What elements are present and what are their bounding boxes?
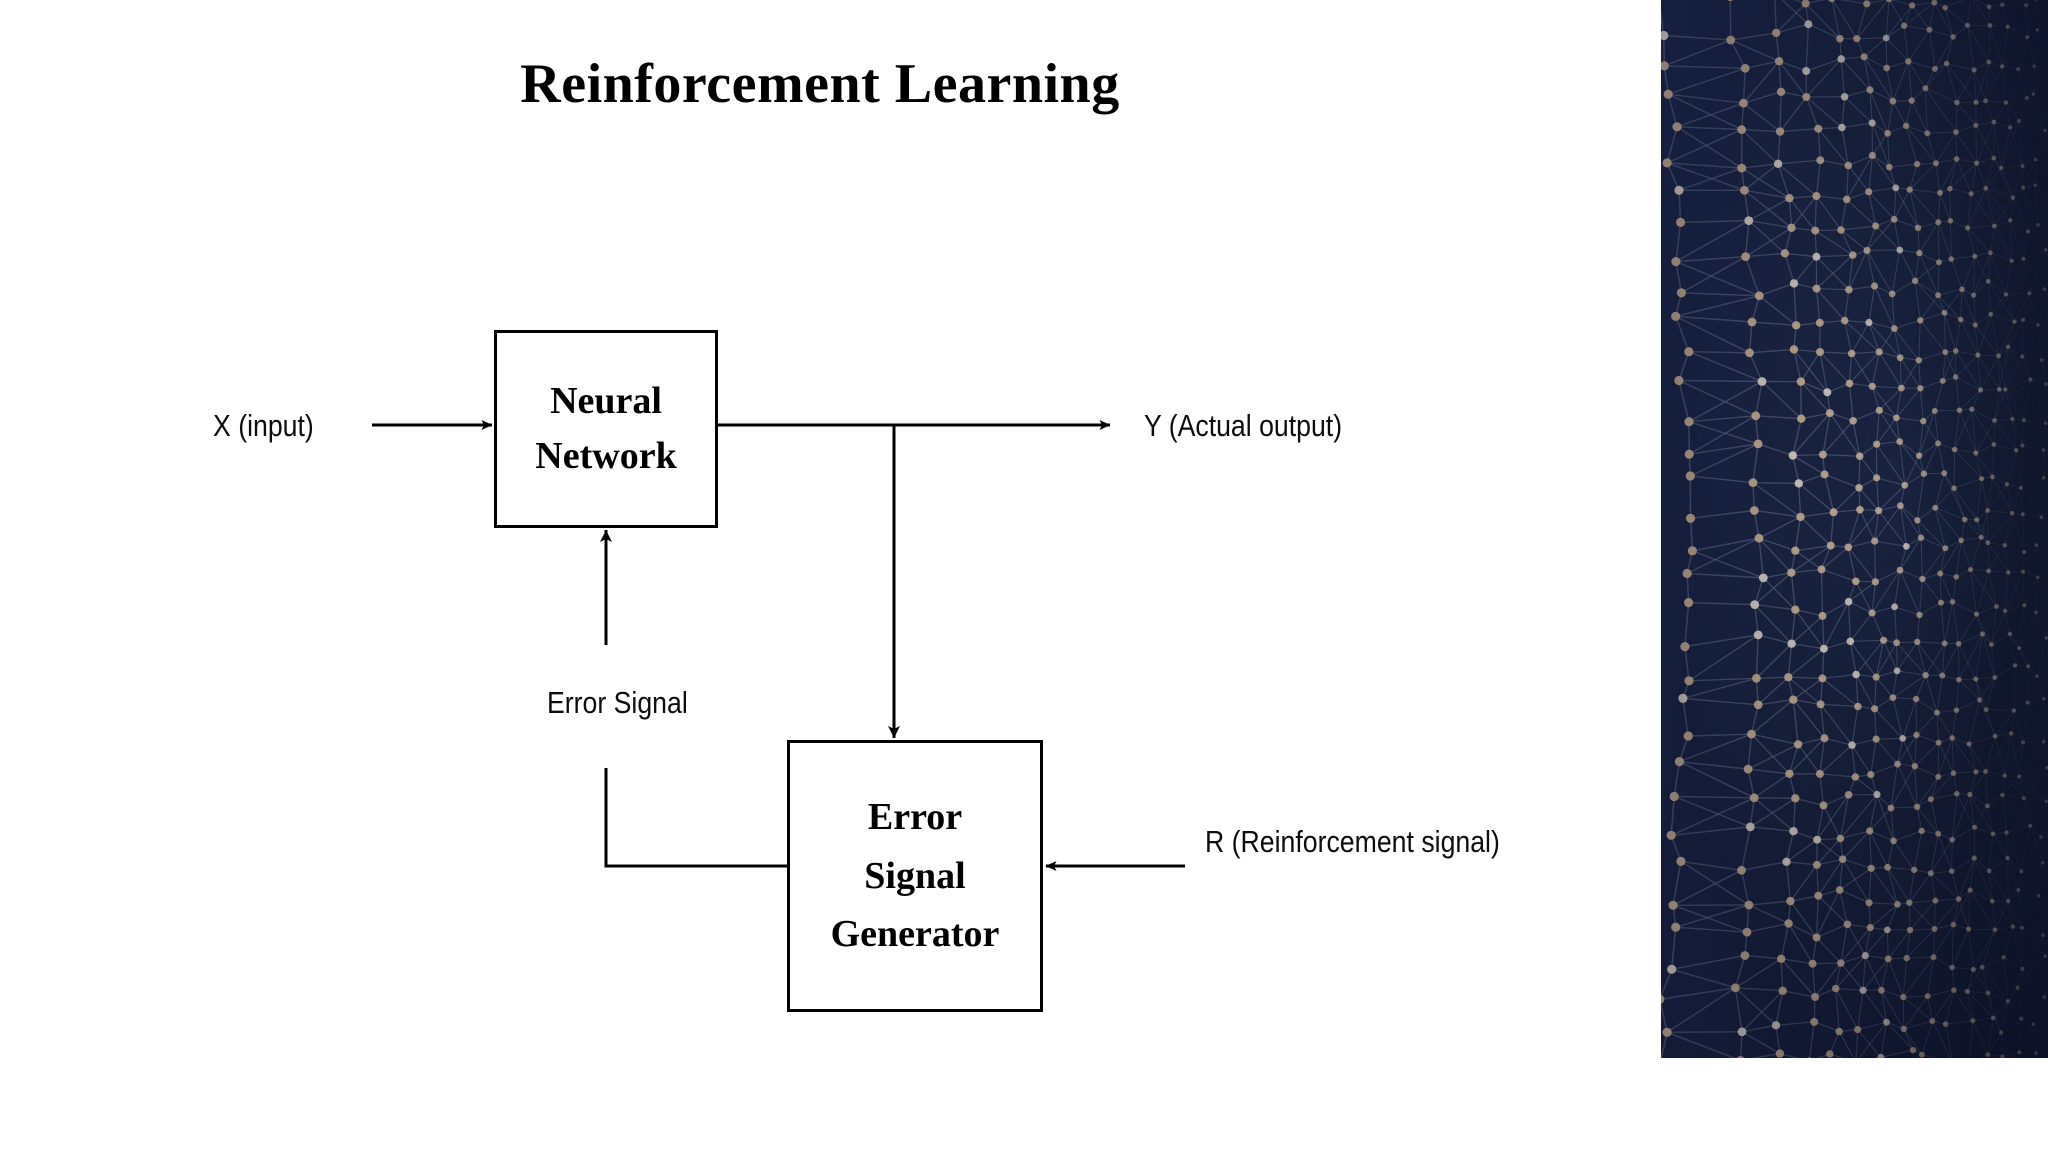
label-y-actual-output: Y (Actual output) — [1144, 408, 1343, 443]
label-reinforcement-signal: R (Reinforcement signal) — [1205, 824, 1500, 859]
block-neural-network: Neural Network — [494, 330, 718, 528]
connector-generator-feedback-horizontal — [604, 768, 787, 868]
network-mesh-graphic — [1661, 0, 2048, 1058]
label-error-signal: Error Signal — [547, 685, 688, 720]
block-error-signal-generator: Error Signal Generator — [787, 740, 1043, 1012]
block-error-signal-generator-line-1: Error — [867, 795, 963, 838]
block-error-signal-generator-line-3: Generator — [830, 913, 1000, 956]
reinforcement-learning-diagram: Neural Network Error Signal Generator X … — [213, 330, 1500, 1012]
block-error-signal-generator-line-2: Signal — [864, 854, 966, 897]
network-mesh-image — [1661, 0, 2048, 1058]
block-neural-network-line-2: Network — [535, 435, 677, 477]
diagram-connectors — [372, 420, 1185, 871]
page-title: Reinforcement Learning — [520, 53, 1120, 115]
block-neural-network-line-1: Neural — [550, 379, 662, 422]
label-x-input: X (input) — [213, 408, 314, 443]
